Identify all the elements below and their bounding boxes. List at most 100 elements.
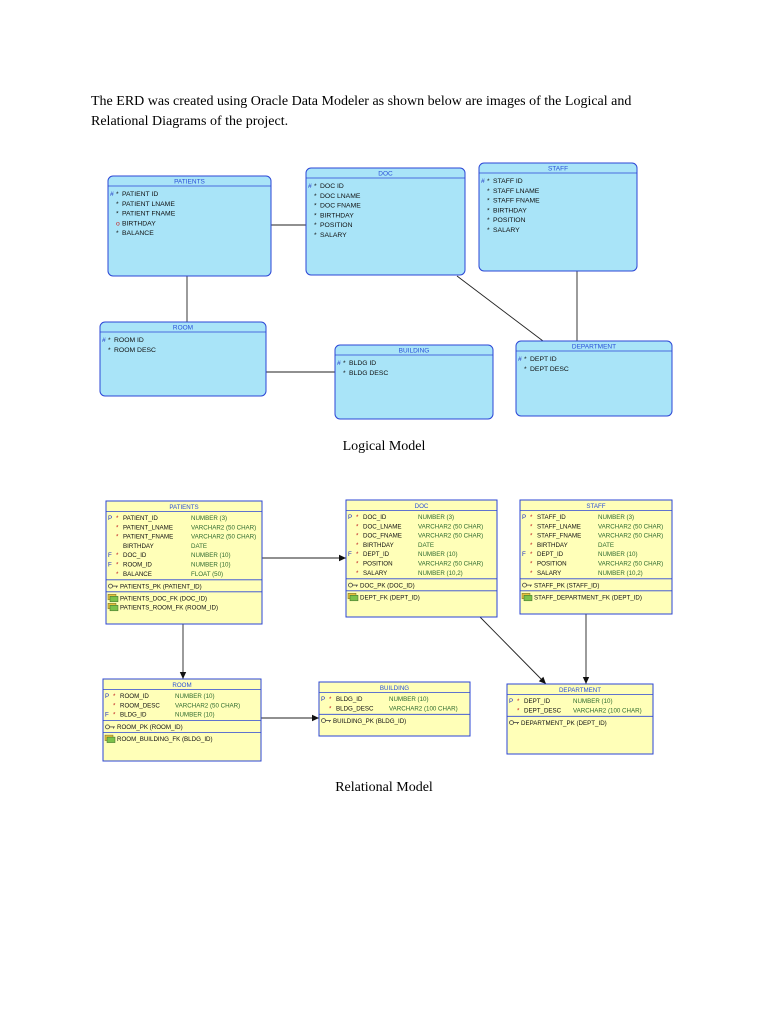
entity-attribute: ROOM DESC	[114, 347, 156, 354]
mandatory-marker: *	[530, 570, 533, 577]
entity-attribute: STAFF ID	[493, 178, 523, 185]
arrow-icon	[582, 677, 590, 684]
arrow-icon	[538, 676, 546, 684]
key-marker: F	[522, 551, 526, 558]
key-marker: P	[105, 693, 109, 700]
column-type: DATE	[598, 542, 614, 549]
arrow-icon	[312, 714, 319, 722]
mandatory-marker: *	[530, 542, 533, 549]
mandatory-marker: *	[356, 561, 359, 568]
column-name: SALARY	[537, 570, 561, 577]
entity-attribute: DEPT ID	[530, 356, 557, 363]
column-name: STAFF_FNAME	[537, 533, 581, 540]
foreign-key-constraint: STAFF_DEPARTMENT_FK (DEPT_ID)	[534, 594, 642, 601]
mandatory-marker: *	[113, 702, 116, 709]
entity-attribute: STAFF LNAME	[493, 188, 540, 195]
column-type: NUMBER (10)	[175, 693, 215, 700]
table-box	[318, 681, 471, 737]
entity-attribute: BLDG ID	[349, 360, 376, 367]
entity-attribute: POSITION	[320, 222, 353, 229]
table-box	[506, 683, 654, 755]
arrow-icon	[179, 672, 187, 679]
mandatory-marker: *	[108, 337, 111, 344]
mandatory-marker: *	[116, 515, 119, 522]
column-name: PATIENT_FNAME	[123, 534, 173, 541]
mandatory-marker: *	[113, 693, 116, 700]
column-type: DATE	[191, 543, 207, 550]
key-icon	[321, 718, 331, 723]
entity-department: DEPARTMENT#*DEPT ID*DEPT DESC	[515, 340, 673, 417]
column-name: POSITION	[363, 561, 393, 568]
primary-key-constraint: DEPARTMENT_PK (DEPT_ID)	[521, 720, 607, 727]
primary-key-marker: #	[102, 337, 106, 344]
mandatory-marker: *	[487, 178, 490, 185]
key-icon	[105, 724, 115, 730]
mandatory-marker: *	[343, 370, 346, 377]
mandatory-marker: *	[487, 207, 490, 214]
mandatory-marker: *	[343, 360, 346, 367]
entity-box	[515, 340, 673, 417]
key-icon	[509, 720, 519, 725]
logical-model-caption: Logical Model	[342, 439, 426, 454]
mandatory-marker: *	[108, 347, 111, 354]
entity-room: ROOM#*ROOM ID*ROOM DESC	[99, 321, 267, 397]
foreign-key-constraint: DEPT_FK (DEPT_ID)	[360, 594, 420, 601]
table-box	[105, 500, 263, 625]
foreign-key-icon	[107, 603, 119, 612]
foreign-key-constraint: PATIENTS_DOC_FK (DOC_ID)	[120, 595, 207, 602]
entity-attribute: DOC ID	[320, 183, 344, 190]
mandatory-marker: *	[530, 523, 533, 530]
column-name: DEPT_DESC	[524, 707, 562, 714]
column-name: STAFF_ID	[537, 514, 566, 521]
column-name: PATIENT_ID	[123, 515, 158, 522]
column-type: VARCHAR2 (50 CHAR)	[598, 561, 663, 568]
entity-attribute: POSITION	[493, 217, 526, 224]
mandatory-marker: *	[314, 232, 317, 239]
mandatory-marker: *	[356, 514, 359, 521]
column-type: NUMBER (10)	[389, 696, 429, 703]
column-name: BIRTHDAY	[123, 543, 154, 550]
column-name: DEPT_ID	[524, 698, 551, 705]
key-marker: P	[509, 698, 513, 705]
key-marker: F	[348, 551, 352, 558]
key-marker: P	[522, 514, 526, 521]
table-box	[345, 499, 498, 618]
column-type: NUMBER (10)	[191, 552, 231, 559]
entity-attribute: BALANCE	[122, 230, 154, 237]
foreign-key-icon	[104, 734, 116, 743]
entity-attribute: SALARY	[493, 227, 520, 234]
entity-title: STAFF	[548, 166, 568, 173]
mandatory-marker: *	[314, 203, 317, 210]
column-name: BLDG_ID	[120, 712, 147, 719]
mandatory-marker: *	[314, 193, 317, 200]
foreign-key-icon	[521, 593, 533, 602]
column-type: NUMBER (3)	[418, 514, 454, 521]
entity-title: DEPARTMENT	[572, 344, 616, 351]
mandatory-marker: *	[116, 191, 119, 198]
foreign-key-icon	[107, 594, 119, 603]
column-type: VARCHAR2 (50 CHAR)	[175, 702, 240, 709]
table-title: STAFF	[586, 503, 605, 510]
column-type: NUMBER (10)	[573, 698, 613, 705]
entity-attribute: STAFF FNAME	[493, 198, 540, 205]
mandatory-marker: *	[116, 524, 119, 531]
mandatory-marker: *	[524, 356, 527, 363]
column-name: DOC_LNAME	[363, 523, 402, 530]
mandatory-marker: *	[314, 183, 317, 190]
entity-attribute: SALARY	[320, 232, 347, 239]
key-marker: F	[108, 562, 112, 569]
foreign-key-icon	[347, 593, 359, 602]
mandatory-marker: *	[356, 542, 359, 549]
mandatory-marker: *	[116, 552, 119, 559]
key-icon	[348, 582, 358, 588]
foreign-key-constraint: ROOM_BUILDING_FK (BLDG_ID)	[117, 736, 213, 743]
table-title: DOC	[415, 503, 429, 510]
mandatory-marker: *	[329, 696, 332, 703]
column-name: BLDG_ID	[336, 696, 363, 703]
intro-paragraph: The ERD was created using Oracle Data Mo…	[91, 94, 632, 129]
